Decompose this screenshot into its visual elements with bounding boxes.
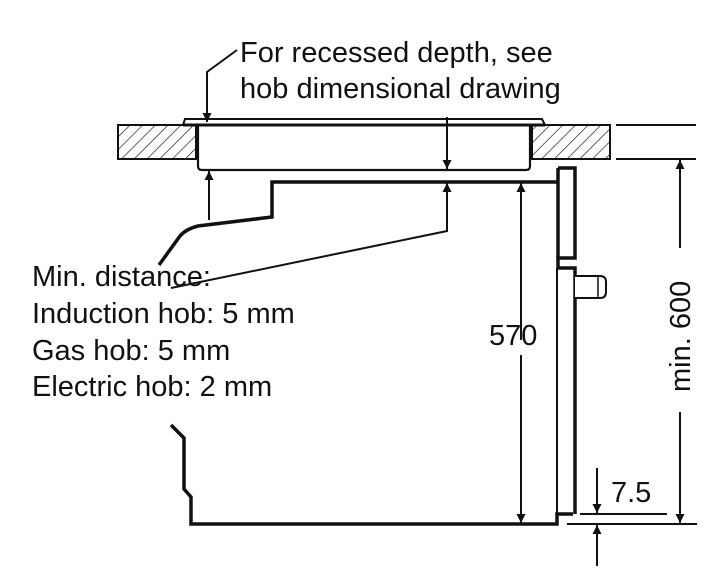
- min-distance-electric: Electric hob: 2 mm: [32, 371, 272, 403]
- recessed-depth-note-line2: hob dimensional drawing: [240, 73, 561, 105]
- worktop-right: [531, 124, 611, 160]
- hob: [182, 118, 546, 172]
- bottom-offset-label: 7.5: [611, 477, 651, 509]
- min-distance-gas: Gas hob: 5 mm: [32, 335, 230, 367]
- oven-knob: [575, 275, 607, 299]
- recessed-depth-note-line1: For recessed depth, see: [240, 37, 553, 69]
- oven-height-label: 570: [489, 320, 537, 352]
- min-distance-induction: Induction hob: 5 mm: [32, 298, 295, 330]
- min-distance-title: Min. distance:: [32, 261, 211, 293]
- worktop-left: [117, 124, 197, 160]
- oven-front-panel: [556, 166, 577, 514]
- dimension-arrows: [170, 49, 697, 566]
- oven-outline: [157, 180, 573, 526]
- niche-height-label: min. 600: [665, 281, 697, 392]
